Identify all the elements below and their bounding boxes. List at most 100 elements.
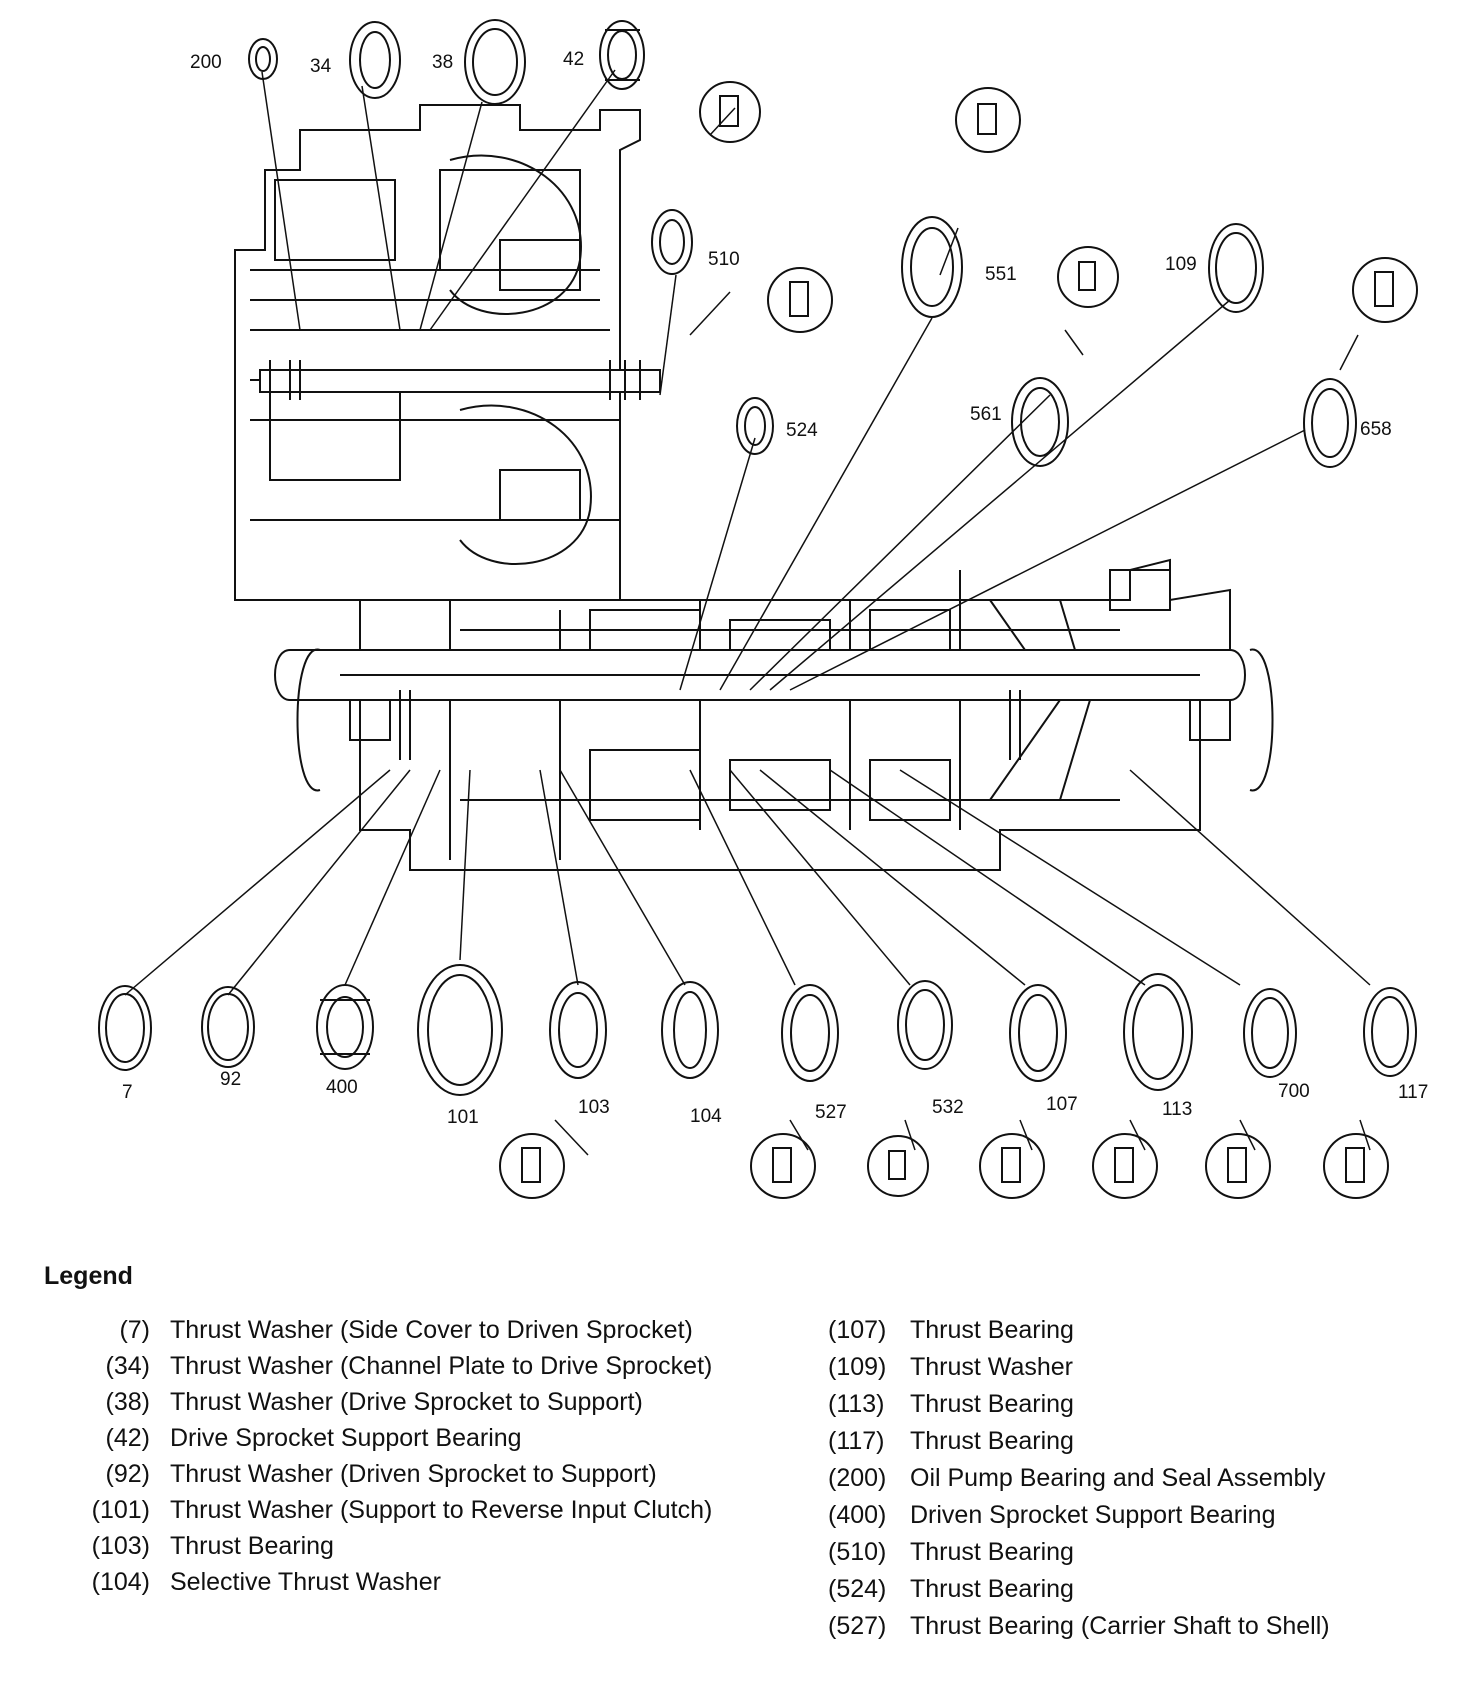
legend-entry-number: (113): [828, 1390, 885, 1418]
part-104-selective-thrust-washer: [661, 981, 719, 1079]
legend-entry-description: Selective Thrust Washer: [170, 1568, 441, 1596]
legend-entry-number: (38): [105, 1388, 150, 1416]
part-200-oil-pump-bearing: [248, 38, 278, 80]
upper-housing: [234, 104, 641, 601]
part-113-thrust-bearing: [1123, 973, 1193, 1091]
part-103-thrust-bearing: [549, 981, 607, 1079]
legend-entry-number: (34): [105, 1352, 150, 1380]
bearing-icon-lower-527: [750, 1133, 816, 1199]
legend-entry: (42)Drive Sprocket Support Bearing: [60, 1424, 760, 1453]
part-551-bearing: [901, 216, 963, 318]
callout-200: 200: [190, 52, 222, 73]
legend-entry-description: Thrust Washer: [910, 1353, 1074, 1381]
callout-400: 400: [326, 1077, 358, 1098]
legend-entry: (400) Driven Sprocket Support Bearing: [800, 1501, 1460, 1530]
part-92-thrust-washer: [201, 986, 255, 1068]
drive-shaft: [259, 360, 661, 400]
legend-entry-description: Thrust Bearing (Carrier Shaft to Shell): [910, 1612, 1330, 1640]
legend-entry-number: (200): [828, 1464, 887, 1492]
bearing-icon-upper-658: [1352, 257, 1418, 323]
callout-527: 527: [815, 1102, 847, 1123]
part-107-thrust-bearing: [1009, 984, 1067, 1082]
part-527-thrust-bearing: [781, 984, 839, 1082]
callout-92: 92: [220, 1069, 241, 1090]
lower-housing: [359, 558, 1231, 871]
legend-entry-number: (92): [105, 1460, 150, 1488]
legend-entry-number: (510): [828, 1538, 887, 1566]
legend-entry: (34) Thrust Washer (Channel Plate to Driv…: [60, 1352, 760, 1381]
legend-entry-description: Thrust Washer (Drive Sprocket to Support…: [170, 1388, 643, 1416]
legend-entry: (38) Thrust Washer (Drive Sprocket to Sup…: [60, 1388, 760, 1417]
callout-101: 101: [447, 1107, 479, 1128]
callout-510: 510: [708, 249, 740, 270]
legend-entry: (117)Thrust Bearing: [800, 1427, 1460, 1456]
legend-entry: (7) Thrust Washer (Side Cover to Driven S…: [60, 1316, 760, 1345]
legend-entry-number: (117): [828, 1427, 885, 1455]
legend-entry-description: Thrust Washer (Channel Plate to Drive Sp…: [170, 1352, 713, 1380]
legend-entry: (104) Selective Thrust Washer: [60, 1568, 760, 1597]
legend-entry-number: (107): [828, 1316, 887, 1344]
bearing-icon-upper-524: [767, 267, 833, 333]
bearing-icon-upper-551: [955, 87, 1021, 153]
callout-7: 7: [122, 1082, 133, 1103]
bearing-icon-lower-117: [1323, 1133, 1389, 1199]
legend-entry: (103)Thrust Bearing: [60, 1532, 760, 1561]
legend-entry-description: Driven Sprocket Support Bearing: [910, 1501, 1276, 1529]
legend-entry: (92) Thrust Washer (Driven Sprocket to Su…: [60, 1460, 760, 1489]
legend-entry-description: Thrust Washer (Driven Sprocket to Suppor…: [170, 1460, 657, 1488]
legend-entry-number: (400): [828, 1501, 887, 1529]
legend-entry: (510) Thrust Bearing: [800, 1538, 1460, 1567]
legend-entry-number: (104): [91, 1568, 150, 1596]
bearing-icon-lower-700: [1205, 1133, 1271, 1199]
legend-entry-description: Oil Pump Bearing and Seal Assembly: [910, 1464, 1326, 1492]
part-117-thrust-bearing: [1363, 987, 1417, 1077]
part-524-thrust-bearing: [736, 397, 774, 455]
callout-700: 700: [1278, 1081, 1310, 1102]
callout-117: 117: [1398, 1082, 1428, 1103]
legend-entry: (101) Thrust Washer (Support to Reverse I…: [60, 1496, 760, 1525]
legend-entry-number: (524): [828, 1575, 887, 1603]
bearing-icon-lower-103: [499, 1133, 565, 1199]
part-532-bearing: [897, 980, 953, 1070]
part-700-bearing: [1243, 988, 1297, 1078]
bearing-icon-upper-510: [699, 81, 761, 143]
leader-lines: [124, 69, 1371, 1156]
legend-entry-description: Thrust Bearing: [910, 1575, 1074, 1603]
bearing-icon-upper-561: [1057, 246, 1119, 308]
legend-entry: (113) Thrust Bearing: [800, 1390, 1460, 1419]
legend-left-column: (7) Thrust Washer (Side Cover to Driven S…: [60, 1316, 760, 1604]
callout-labels: 200 34 38 42 510 524 551 561 109 658 7 9…: [122, 49, 1428, 1128]
part-34-thrust-washer: [349, 21, 401, 99]
legend-right-column: (107) Thrust Bearing (109) Thrust Washer (…: [800, 1316, 1460, 1649]
legend-entry-description: Thrust Bearing: [910, 1316, 1074, 1344]
legend-entry: (200) Oil Pump Bearing and Seal Assembly: [800, 1464, 1460, 1493]
bearing-icon-lower-532: [867, 1135, 929, 1197]
legend-entry-number: (101): [91, 1496, 150, 1524]
part-658-bearing: [1303, 378, 1357, 468]
legend-entry-description: Thrust Bearing: [910, 1538, 1074, 1566]
callout-658: 658: [1360, 419, 1392, 440]
legend-entry-description: Thrust Bearing: [170, 1532, 334, 1560]
legend-title: Legend: [44, 1262, 133, 1290]
bearing-icon-lower-107: [979, 1133, 1045, 1199]
legend-entry-number: (527): [828, 1612, 887, 1640]
legend-entry-description: Drive Sprocket Support Bearing: [170, 1424, 522, 1452]
callout-38: 38: [432, 52, 453, 73]
legend-entry: (524) Thrust Bearing: [800, 1575, 1460, 1604]
callout-113: 113: [1162, 1099, 1192, 1120]
legend-entry-number: (7): [119, 1316, 150, 1344]
callout-524: 524: [786, 420, 818, 441]
legend-entry-description: Thrust Bearing: [910, 1390, 1074, 1418]
part-561-bearing: [1011, 377, 1069, 467]
legend-entry-description: Thrust Washer (Side Cover to Driven Spro…: [170, 1316, 693, 1344]
callout-42: 42: [563, 49, 584, 70]
callout-107: 107: [1046, 1094, 1078, 1115]
legend-entry-description: Thrust Washer (Support to Reverse Input …: [170, 1496, 713, 1524]
legend-entry: (109) Thrust Washer: [800, 1353, 1460, 1382]
callout-104: 104: [690, 1106, 722, 1127]
part-101-thrust-washer: [417, 964, 503, 1096]
legend-entry-number: (109): [828, 1353, 887, 1381]
callout-109: 109: [1165, 254, 1197, 275]
callout-561: 561: [970, 404, 1002, 425]
callout-551: 551: [985, 264, 1017, 285]
